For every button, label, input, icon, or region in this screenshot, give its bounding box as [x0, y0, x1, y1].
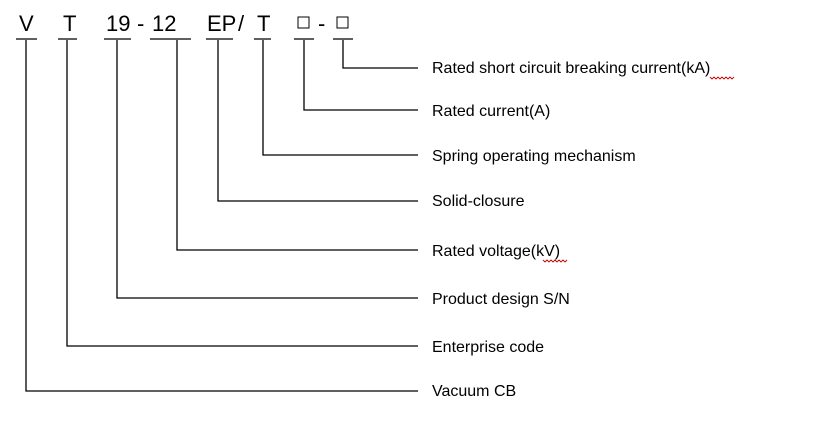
label-rated-current: Rated current(A): [432, 103, 550, 120]
code-slash: /: [238, 11, 245, 36]
connector-design-sn: [116, 40, 418, 299]
current-placeholder-box: [297, 16, 310, 29]
code-part-t: T: [63, 11, 76, 36]
connector-rated-current: [303, 40, 418, 111]
connector-breaking-current: [342, 40, 418, 69]
code-dash-2: -: [318, 11, 325, 36]
connector-spring-mechanism: [262, 40, 418, 156]
code-part-v: V: [19, 11, 34, 36]
connector-vacuum-cb: [25, 40, 418, 392]
connector-solid-closure: [217, 40, 418, 202]
label-breaking-current: Rated short circuit breaking current(kA): [432, 60, 710, 77]
code-part-t2: T: [257, 11, 270, 36]
code-part-ep: EP: [207, 11, 236, 36]
label-solid-closure: Solid-closure: [432, 193, 525, 210]
connector-lines: [25, 40, 418, 392]
spellcheck-squiggle-ka: [709, 76, 735, 80]
breaking-current-placeholder-box: [336, 16, 349, 29]
label-enterprise-code: Enterprise code: [432, 339, 544, 356]
labels: Rated short circuit breaking current(kA)…: [432, 60, 710, 400]
spellcheck-squiggle-kv: [542, 259, 568, 263]
code-dash-1: -: [137, 11, 144, 36]
connector-rated-voltage: [176, 40, 418, 251]
connector-enterprise-code: [66, 40, 418, 347]
label-vacuum-cb: Vacuum CB: [432, 383, 516, 400]
label-design-sn: Product design S/N: [432, 291, 570, 308]
model-code: V T 19 - 12 EP / T -: [16, 11, 353, 40]
label-rated-voltage: Rated voltage(kV): [432, 243, 560, 260]
label-spring-mechanism: Spring operating mechanism: [432, 148, 636, 165]
code-part-19: 19: [106, 11, 130, 36]
code-part-12: 12: [152, 11, 176, 36]
